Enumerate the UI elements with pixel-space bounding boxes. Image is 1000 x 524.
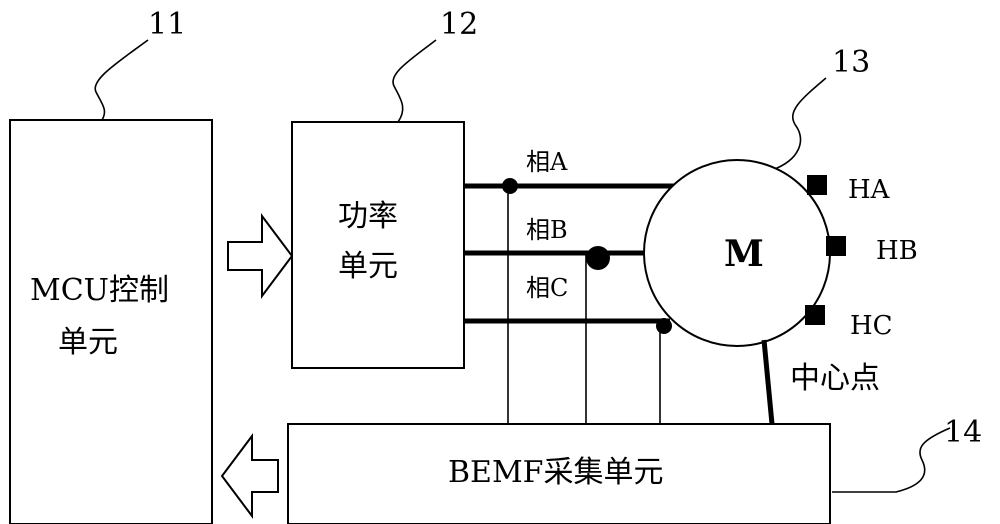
arrow-mcu-to-power — [227, 213, 294, 299]
hall-label-b: HB — [876, 236, 918, 266]
hall-sensor-a — [807, 175, 827, 195]
phase-label-a: 相A — [526, 148, 568, 176]
neutral-line — [761, 339, 775, 425]
phase-label-c: 相C — [526, 274, 568, 302]
phase-label-b: 相B — [526, 216, 568, 244]
leader-12 — [392, 39, 437, 123]
hall-sensor-b — [826, 236, 846, 256]
junction-dot-b — [586, 246, 610, 270]
power-label-line2: 单元 — [338, 249, 398, 284]
mcu-label-line2: 单元 — [58, 325, 118, 360]
leader-11 — [94, 39, 149, 121]
ref-label-14: 14 — [944, 415, 982, 450]
arrow-bemf-to-mcu — [220, 433, 279, 519]
neutral-label: 中心点 — [790, 361, 880, 396]
mcu-block — [9, 119, 213, 524]
ref-label-11: 11 — [148, 7, 186, 42]
motor-label: M — [724, 233, 764, 275]
leader-14 — [832, 427, 951, 493]
mcu-label-line1: MCU控制 — [30, 273, 169, 308]
power-label-line1: 功率 — [338, 199, 398, 234]
ref-label-13: 13 — [832, 45, 870, 80]
bemf-label: BEMF采集单元 — [448, 455, 663, 490]
hall-label-a: HA — [848, 175, 891, 205]
ref-label-12: 12 — [440, 7, 478, 42]
leader-13 — [771, 77, 827, 171]
bemf-block — [287, 423, 831, 524]
junction-dot-a — [502, 178, 518, 194]
power-block — [291, 121, 465, 369]
junction-dot-c — [656, 318, 672, 334]
hall-sensor-c — [805, 305, 825, 325]
hall-label-c: HC — [850, 311, 893, 341]
